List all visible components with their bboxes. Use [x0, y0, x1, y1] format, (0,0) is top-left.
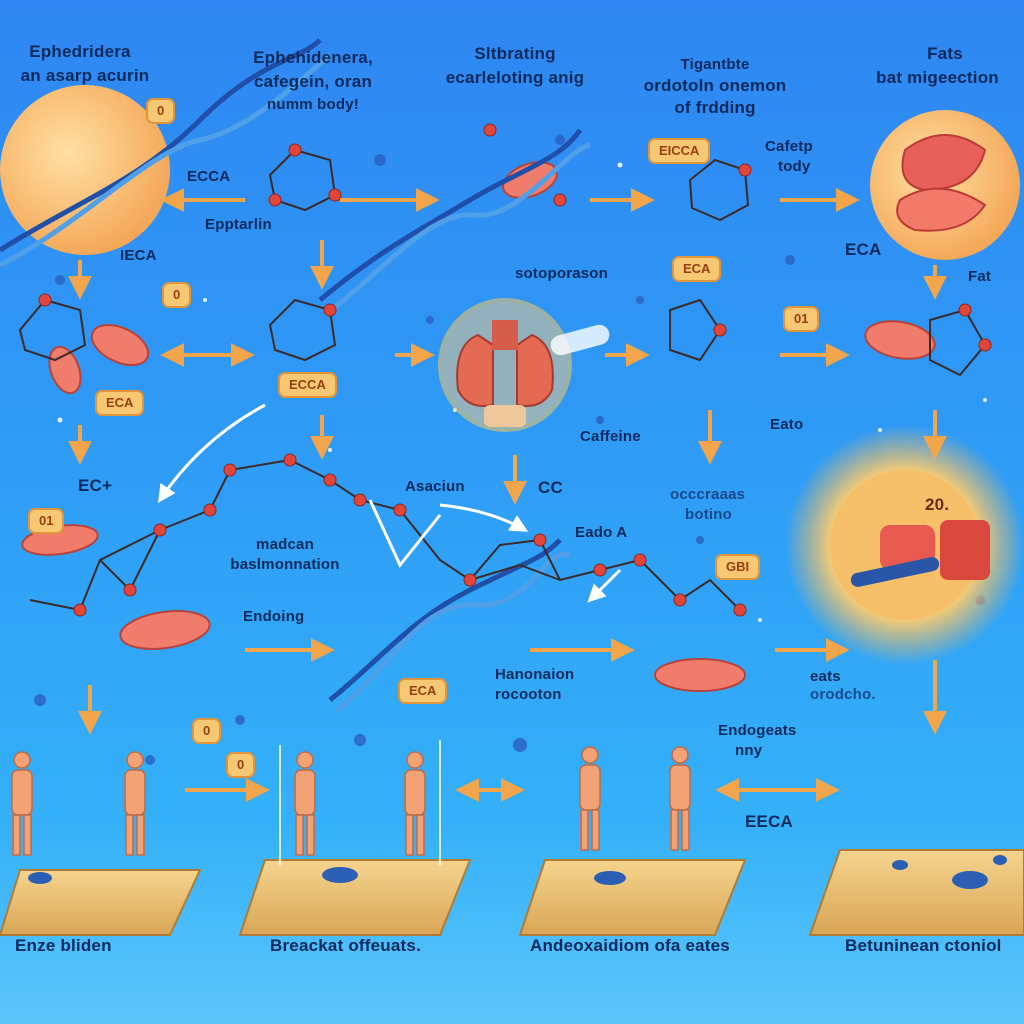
label-sotoporason: sotoporason	[515, 265, 609, 282]
label-epptarlin: Epptarlin	[205, 216, 272, 233]
label-eca-right: ECA	[845, 240, 882, 259]
cell-top-left	[0, 85, 170, 255]
col1-title-line2: an asarp acurin	[20, 66, 150, 85]
badge-small-2: 01	[28, 508, 65, 534]
platform-blobs	[28, 855, 1007, 889]
label-eats-line2: orodcho.	[810, 686, 876, 703]
label-hanonaion-line2: rocooton	[495, 686, 562, 703]
label-endogeats-line1: Endogeats	[718, 722, 797, 739]
white-arrows	[158, 403, 622, 603]
dna-helix	[0, 38, 591, 715]
label-eado-a: Eado A	[575, 524, 628, 541]
label-caffeine: Caffeine	[580, 428, 641, 445]
human-figures	[11, 746, 691, 856]
col4-title-line2: ordotoln onemon	[643, 76, 787, 95]
badge-small-3: 01	[783, 306, 820, 332]
col3-title-line2: ecarleloting anig	[445, 68, 585, 87]
col2-title-line2: cafegein, oran	[253, 72, 373, 91]
label-eeca: EECA	[745, 812, 794, 831]
label-eats-line1: eats	[810, 668, 841, 685]
label-cc: CC	[538, 478, 563, 497]
badge-eicca: EICCA	[648, 138, 711, 164]
label-cafetp-line2: tody	[778, 158, 811, 175]
col5-title-line2: bat migeection	[876, 68, 999, 87]
label-ieca: IECA	[120, 247, 157, 264]
badge-eca-lower: ECA	[398, 678, 448, 704]
label-asaciun: Asaciun	[405, 478, 465, 495]
label-ecca-top: ECCA	[187, 168, 231, 185]
badge-small-5: 0	[226, 752, 256, 778]
col5-title-line1: Fats	[927, 44, 963, 63]
col4-title-line1: Tigantbte	[680, 56, 750, 73]
flow-arrows	[68, 188, 947, 802]
label-endogeats-line2: nny	[735, 742, 763, 759]
badge-eca-left: ECA	[95, 390, 145, 416]
label-madcan-line1: madcan	[256, 536, 314, 553]
label-occcaaas-line1: occcraaas	[670, 486, 746, 503]
label-twenty: 20.	[925, 495, 950, 514]
bottom-col1-label: Enze bliden	[15, 936, 112, 955]
label-ec-plus: EC+	[78, 476, 113, 495]
label-occcaaas-line2: botino	[685, 506, 733, 523]
blood-cells	[21, 161, 936, 692]
label-endoing: Endoing	[243, 608, 305, 625]
label-cafetp-line1: Cafetp	[765, 138, 813, 155]
bottom-col3-label: Andeoxaidiom ofa eates	[530, 936, 730, 955]
col1-title-line1: Ephedridera	[29, 42, 131, 61]
badge-ecca-center: ECCA	[278, 372, 337, 398]
glass-tubes	[279, 740, 441, 865]
label-fat: Fat	[968, 268, 992, 285]
atoms	[38, 123, 992, 617]
platforms	[0, 849, 1024, 936]
badge-top-icon: 0	[146, 98, 176, 124]
bottom-col2-label: Breackat offeuats.	[270, 936, 421, 955]
badge-gbi: GBI	[715, 554, 761, 580]
label-eato: Eato	[770, 416, 804, 433]
label-madcan-line2: baslmonnation	[230, 556, 340, 573]
badge-eca-mid: ECA	[672, 256, 722, 282]
col3-title-line1: Sltbrating	[474, 44, 556, 63]
badge-small-4: 0	[192, 718, 222, 744]
bottom-col4-label: Betuninean ctoniol	[845, 936, 1002, 955]
badge-small-1: 0	[162, 282, 192, 308]
fat-tissue-top-right	[901, 134, 987, 192]
col4-title-line3: of frdding	[674, 98, 756, 117]
label-hanonaion-line1: Hanonaion	[495, 666, 575, 683]
col2-title-line1: Ephehidenera,	[253, 48, 373, 67]
col2-title-line3: numm body!	[267, 96, 359, 113]
